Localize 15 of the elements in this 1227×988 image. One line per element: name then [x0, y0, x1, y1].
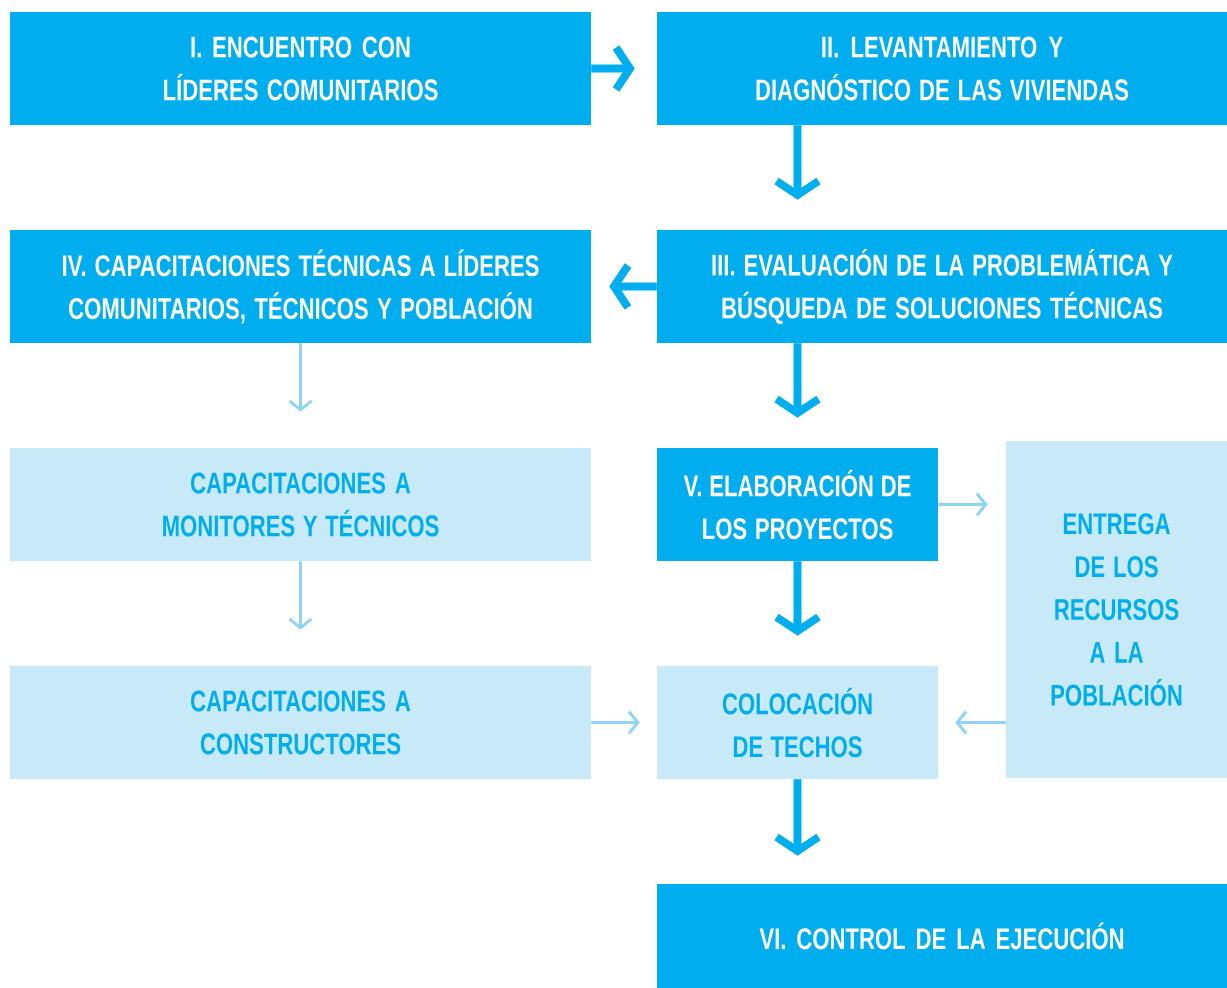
arrow	[938, 492, 988, 517]
step-box: V. ELABORACIÓN DE LOS PROYECTOS	[657, 448, 938, 561]
arrow	[591, 710, 640, 735]
step-box: IV. CAPACITACIONES TÉCNICAS A LÍDERES COMUNITARIOS, TÉCNICOS Y POBLACIÓN	[10, 230, 591, 343]
sub-step-box: COLOCACIÓN DE TECHOS	[657, 666, 938, 779]
step-box: III. EVALUACIÓN DE LA PROBLEMÁTICA Y BÚSQUEDA DE SOLUCIONES TÉCNICAS	[657, 230, 1227, 343]
step-box: II. LEVANTAMIENTO Y DIAGNÓSTICO DE LAS VIVIENDAS	[657, 12, 1227, 125]
step-box: I. ENCUENTRO CON LÍDERES COMUNITARIOS	[10, 12, 591, 125]
step-box: VI. CONTROL DE LA EJECUCIÓN	[657, 884, 1227, 988]
sub-step-box: ENTREGA DE LOS RECURSOS A LA POBLACIÓN	[1006, 441, 1227, 778]
sub-step-box: CAPACITACIONES A CONSTRUCTORES	[10, 666, 591, 779]
arrow	[955, 710, 1006, 735]
arrow	[288, 343, 313, 412]
arrow	[288, 561, 313, 630]
sub-step-box: CAPACITACIONES A MONITORES Y TÉCNICOS	[10, 448, 591, 561]
